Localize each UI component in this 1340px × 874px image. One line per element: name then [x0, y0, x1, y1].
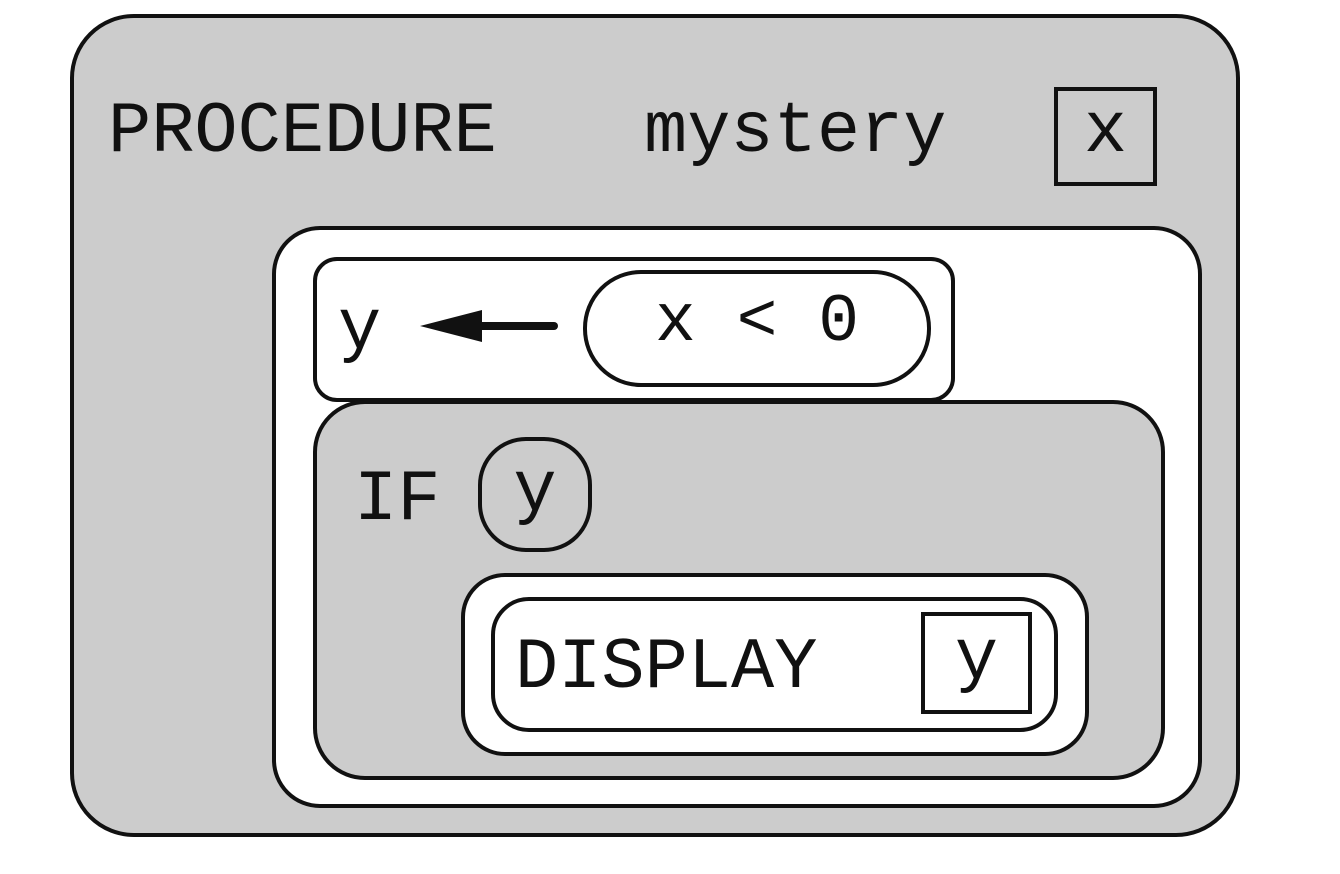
procedure-name: mystery — [644, 91, 947, 173]
assignment-target: y — [338, 288, 382, 370]
condition-pill: y — [478, 437, 592, 552]
condition-label: y — [513, 449, 557, 532]
expression-pill: x < 0 — [583, 270, 931, 387]
display-argument-box: y — [921, 612, 1032, 714]
display-keyword: DISPLAY — [515, 627, 818, 709]
parameter-box: x — [1054, 87, 1157, 186]
display-argument-label: y — [954, 618, 999, 700]
procedure-keyword: PROCEDURE — [108, 91, 497, 173]
parameter-label: x — [1083, 90, 1128, 173]
left-arrow-icon — [420, 310, 558, 342]
if-keyword: IF — [354, 459, 441, 541]
expression-label: x < 0 — [654, 283, 860, 361]
